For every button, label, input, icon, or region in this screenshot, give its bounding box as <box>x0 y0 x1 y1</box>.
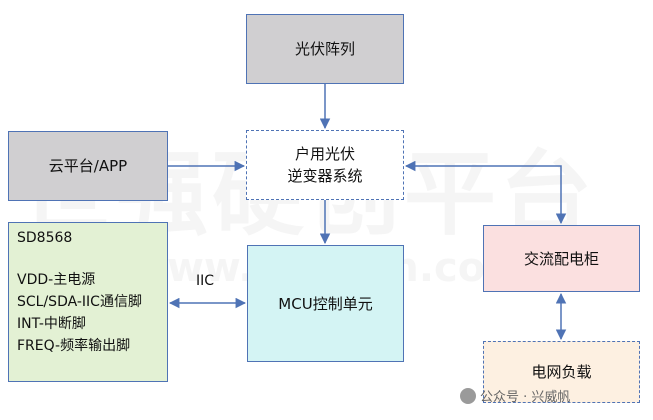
inverter-label-line1: 户用光伏 <box>294 145 355 163</box>
ac-cabinet-node: 交流配电柜 <box>483 225 640 292</box>
grid-load-node: 电网负载 <box>483 341 640 403</box>
arrow-inverter-ac-cabinet <box>404 160 567 225</box>
wechat-watermark: 公众号 · 兴威帆 <box>460 386 570 405</box>
cloud-app-label: 云平台/APP <box>48 157 128 175</box>
sd8568-node: SD8568 VDD-主电源 SCL/SDA-IIC通信脚 INT-中断脚 FR… <box>8 222 168 382</box>
pv-array-node: 光伏阵列 <box>246 14 404 84</box>
sd8568-pin-freq: FREQ-频率输出脚 <box>17 338 131 354</box>
ac-cabinet-label: 交流配电柜 <box>523 249 599 268</box>
wechat-icon <box>460 387 476 404</box>
sd8568-pin-iic: SCL/SDA-IIC通信脚 <box>17 294 142 310</box>
sd8568-pin-int: INT-中断脚 <box>17 316 86 332</box>
mcu-node: MCU控制单元 <box>247 245 404 362</box>
wechat-watermark-label: 公众号 · 兴威帆 <box>480 390 571 405</box>
pv-array-label: 光伏阵列 <box>294 40 355 58</box>
inverter-node: 户用光伏 逆变器系统 <box>246 130 404 200</box>
grid-load-label: 电网负载 <box>531 363 592 381</box>
cloud-app-node: 云平台/APP <box>8 131 168 201</box>
sd8568-pin-vdd: VDD-主电源 <box>17 272 96 288</box>
iic-link-label: IIC <box>196 273 215 289</box>
sd8568-title: SD8568 <box>17 230 73 246</box>
mcu-label: MCU控制单元 <box>278 294 373 313</box>
inverter-label-line2: 逆变器系统 <box>287 167 363 185</box>
